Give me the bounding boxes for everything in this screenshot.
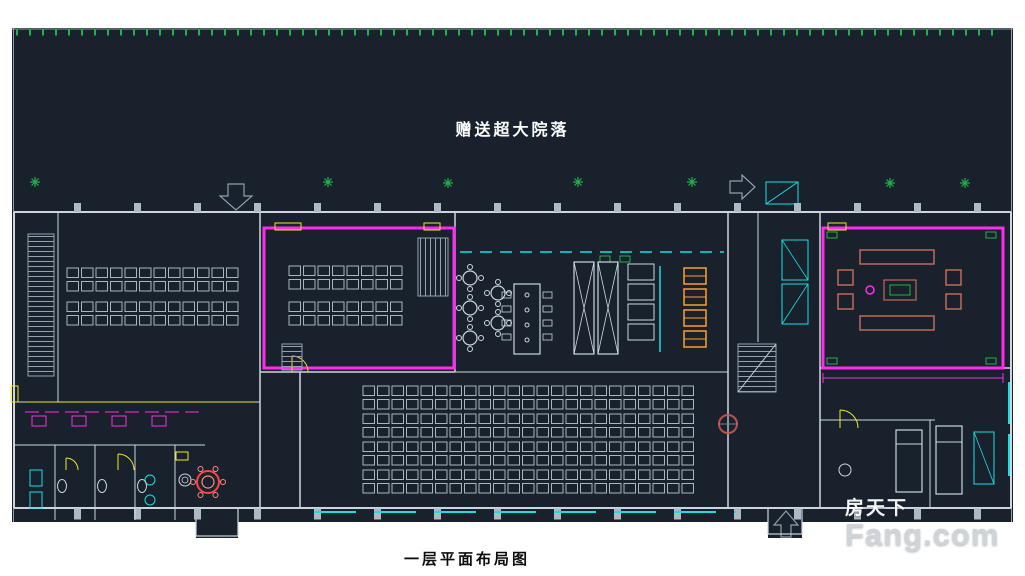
desk-grid-left-a [66, 266, 240, 293]
dining-area [455, 255, 631, 355]
desk-grid-hall-1 [362, 384, 696, 411]
entrance-arrow-top [218, 183, 254, 211]
highlight-room-left [262, 226, 456, 370]
plant-icon [884, 177, 896, 189]
plant-icon [29, 176, 41, 188]
column [718, 414, 738, 434]
windows-cyan [314, 251, 1010, 513]
long-table [513, 283, 541, 355]
desk-grid-hall-2 [362, 412, 696, 439]
plant-icon [442, 177, 454, 189]
stairs-left [27, 233, 55, 377]
doors-yellow [10, 222, 859, 471]
plant-icon [322, 176, 334, 188]
desk-grid-hall-3 [362, 440, 696, 467]
entrance-detail-cyan [765, 181, 799, 205]
booth-seats [683, 267, 707, 348]
highlight-room-right [821, 226, 1005, 370]
courtyard-title: 赠送超大院落 [455, 122, 570, 139]
entrance-arrow-side [729, 173, 756, 201]
magenta-dimension-line [822, 373, 1004, 383]
desk-grid-hall-4 [362, 468, 696, 495]
kitchen-area [573, 261, 655, 355]
desk-grid-left-b [66, 300, 240, 327]
plan-caption: 一层平面布局图 [404, 551, 531, 568]
building-walls [13, 211, 1012, 537]
sofa-lounge [826, 231, 997, 365]
elevator [781, 239, 809, 325]
stairs-room-left [417, 237, 449, 297]
desk-grid-room-a [288, 264, 404, 291]
entrance-arrow-bottom [772, 510, 800, 538]
plant-icon [959, 177, 971, 189]
plant-icon [572, 176, 584, 188]
bottom-stub-left [196, 508, 238, 538]
stairs-small [281, 343, 303, 371]
desk-grid-room-b [288, 300, 404, 327]
round-table-red [190, 466, 226, 498]
restroom-area [25, 411, 205, 520]
plant-icon [686, 176, 698, 188]
stairs-center [737, 343, 777, 393]
bedroom-area [838, 425, 995, 495]
